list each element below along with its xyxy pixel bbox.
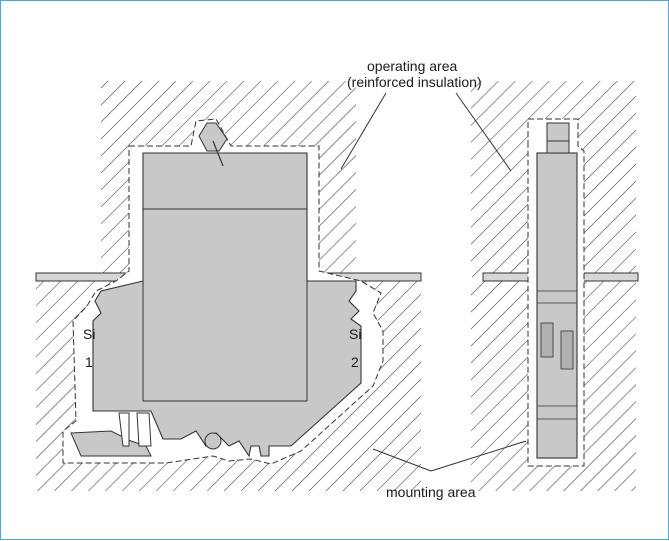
- terminal-screw: [204, 432, 222, 450]
- leader-mounting-right: [430, 440, 527, 472]
- device-body-left: [92, 152, 362, 458]
- mounting-area-label: mounting area: [386, 484, 476, 500]
- right-terminal-b: [560, 330, 574, 370]
- knob-left: [198, 122, 228, 152]
- si1-label: Si: [83, 326, 95, 342]
- leader-operating-right: [455, 92, 512, 172]
- leader-mounting-left: [372, 448, 432, 472]
- right-terminal-a: [540, 322, 554, 358]
- leader-operating-left: [340, 92, 387, 170]
- si2-label: Si: [349, 326, 361, 342]
- terminal-fingers: [118, 412, 152, 447]
- operating-area-label: operating area: [367, 58, 458, 74]
- si1-number: 1: [85, 354, 93, 370]
- knob-stem: [212, 140, 224, 167]
- operating-area-sub-label: (reinforced insulation): [347, 74, 482, 90]
- device-body-right: [536, 152, 578, 459]
- si2-number: 2: [351, 354, 359, 370]
- device-cap-right: [546, 122, 570, 154]
